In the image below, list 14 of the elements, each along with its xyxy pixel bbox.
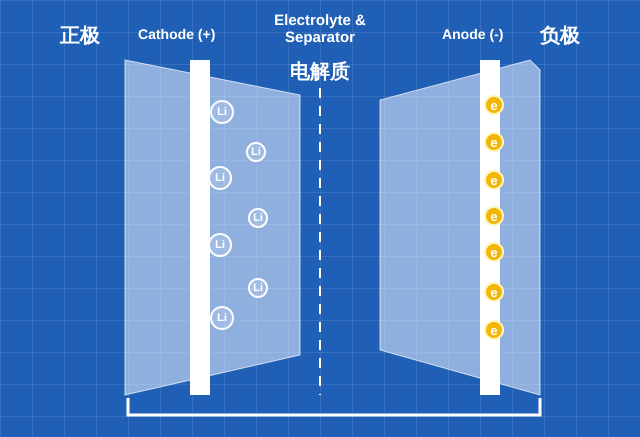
electrode-label: Anode (-) <box>442 26 504 42</box>
separator-label: Electrolyte & Separator <box>273 12 367 46</box>
separator-label: 电解质 <box>289 60 351 85</box>
lithium-ion: Li <box>248 208 268 228</box>
lithium-ion: Li <box>248 278 268 298</box>
lithium-ion: Li <box>208 166 232 190</box>
lithium-ion: Li <box>246 142 266 162</box>
lithium-ion: Li <box>210 306 234 330</box>
lithium-ion: Li <box>208 233 232 257</box>
lithium-ion: Li <box>210 100 234 124</box>
electrode-label: 负极 <box>540 24 580 49</box>
electrode-label: Cathode (+) <box>138 26 216 42</box>
electrode-label: 正极 <box>60 24 100 49</box>
wire <box>126 398 542 416</box>
